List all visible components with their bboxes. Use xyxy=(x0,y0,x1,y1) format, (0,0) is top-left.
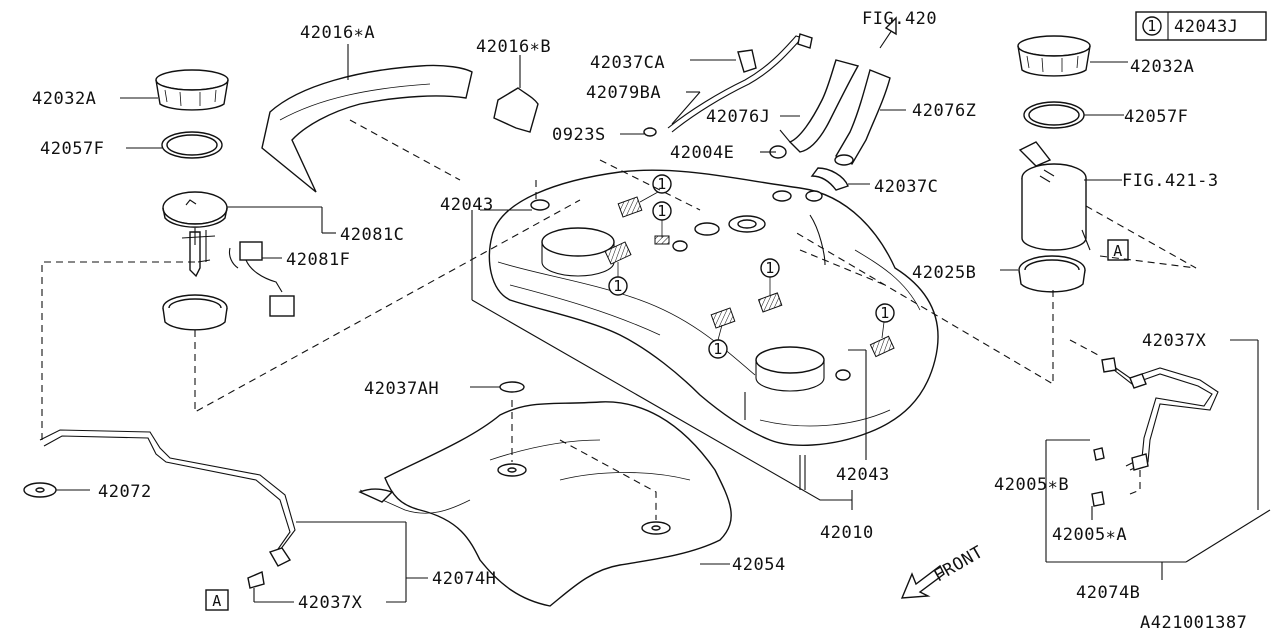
label-42037x-left: 42037X xyxy=(298,593,363,613)
front-label: FRONT xyxy=(931,542,987,586)
callout-one: 1 xyxy=(880,304,890,322)
label-42004e: 42004E xyxy=(670,143,734,163)
ref-a-left: A xyxy=(212,592,222,610)
label-fig421: FIG.421-3 xyxy=(1122,171,1219,191)
label-42043-top: 42043 xyxy=(440,195,494,215)
callout-one: 1 xyxy=(657,202,667,220)
label-42037c: 42037C xyxy=(874,177,938,197)
label-42079ba: 42079BA xyxy=(586,83,661,103)
label-42057f-right: 42057F xyxy=(1124,107,1188,127)
label-42025b: 42025B xyxy=(912,263,976,283)
label-42005b: 42005∗B xyxy=(994,475,1069,495)
label-42076z: 42076Z xyxy=(912,101,976,121)
label-42037ah: 42037AH xyxy=(364,379,439,399)
tank-protector xyxy=(358,381,732,607)
left-sender-assembly xyxy=(120,69,336,331)
label-42072: 42072 xyxy=(98,482,152,502)
label-42005a: 42005∗A xyxy=(1052,525,1127,545)
legend-part-number: 42043J xyxy=(1174,17,1238,37)
label-42074b: 42074B xyxy=(1076,583,1140,603)
ref-a-right: A xyxy=(1113,242,1123,260)
label-42076j: 42076J xyxy=(706,107,770,127)
front-direction-arrow: FRONT xyxy=(900,542,987,599)
label-42010: 42010 xyxy=(820,523,874,543)
label-42057f-left: 42057F xyxy=(40,139,104,159)
label-fig420: FIG.420 xyxy=(862,9,937,29)
legend-box: 1 42043J xyxy=(1135,11,1267,41)
callout-one: 1 xyxy=(657,175,667,193)
callout-one: 1 xyxy=(713,340,723,358)
heat-shield-b xyxy=(493,55,539,133)
label-42032a-left: 42032A xyxy=(32,89,96,109)
part-labels: 42016∗A 42016∗B 42037CA 42079BA 0923S FI… xyxy=(32,9,1247,633)
drawing-number: A421001387 xyxy=(1140,613,1247,633)
label-42016b: 42016∗B xyxy=(476,37,551,57)
label-42074h: 42074H xyxy=(432,569,496,589)
label-42016a: 42016∗A xyxy=(300,23,375,43)
label-42043-bottom: 42043 xyxy=(836,465,890,485)
label-42054: 42054 xyxy=(732,555,786,575)
callout-one: 1 xyxy=(613,277,623,295)
label-0923s: 0923S xyxy=(552,125,606,145)
filler-hoses xyxy=(643,16,897,202)
heat-shield-a xyxy=(261,44,473,193)
label-42081c: 42081C xyxy=(340,225,404,245)
label-42032a-right: 42032A xyxy=(1130,57,1194,77)
right-pump-assembly xyxy=(1017,35,1128,293)
fuel-tank xyxy=(488,169,939,490)
label-42037ca: 42037CA xyxy=(590,53,665,73)
fuel-pipe-42074b: A xyxy=(1045,239,1271,580)
legend-symbol: 1 xyxy=(1147,17,1157,35)
label-42081f: 42081F xyxy=(286,250,350,270)
fuel-pipe-42072: A xyxy=(23,429,428,611)
label-42037x-right: 42037X xyxy=(1142,331,1207,351)
callout-one: 1 xyxy=(765,259,775,277)
leader-lines xyxy=(471,59,1018,510)
reference-lines xyxy=(41,119,1197,520)
